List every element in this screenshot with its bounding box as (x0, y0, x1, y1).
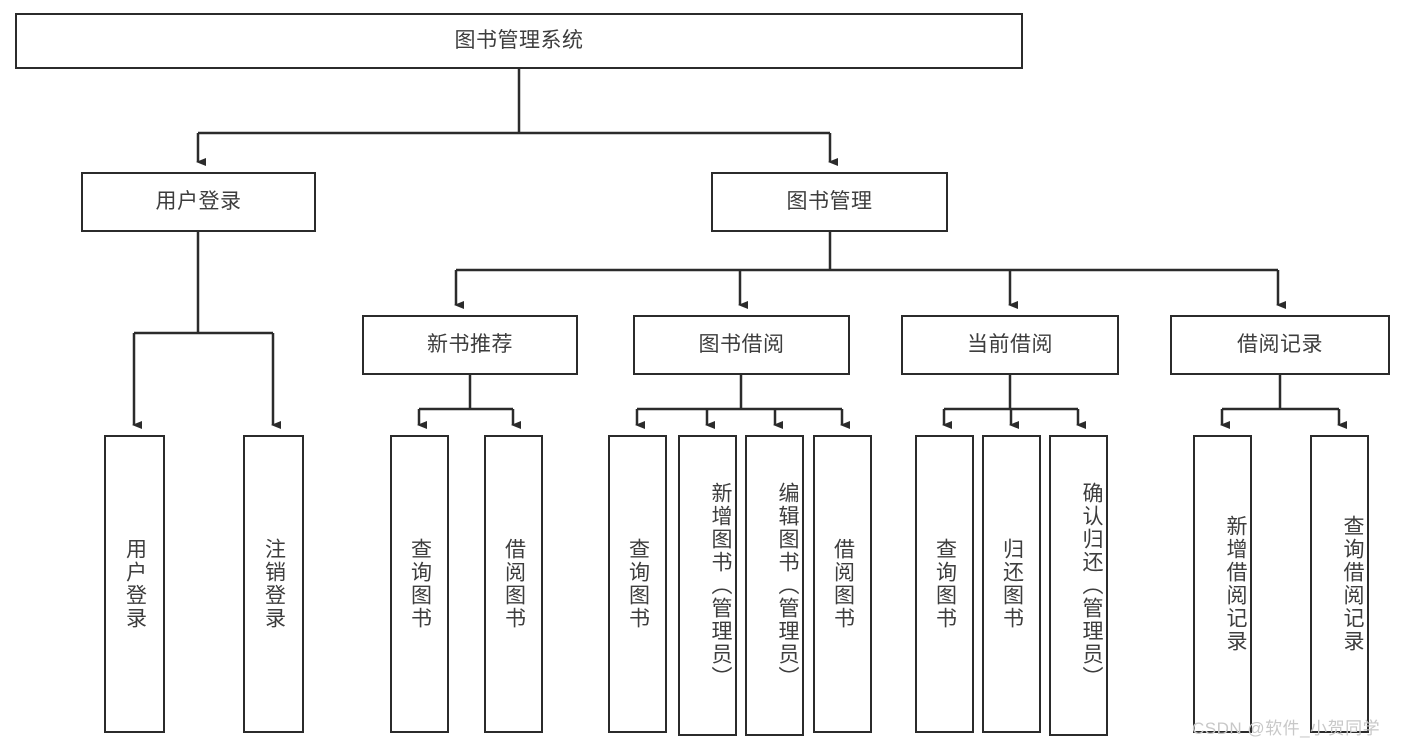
node-level3-2[interactable]: 图书借阅 (633, 315, 850, 375)
node-level3-2-label: 图书借阅 (698, 333, 785, 357)
node-level2-2[interactable]: 图书管理 (711, 172, 948, 232)
node-level3-1[interactable]: 新书推荐 (362, 315, 578, 375)
node-leaf-6-label: 新增图书（管理员） (709, 482, 732, 689)
csdn-watermark: CSDN @软件_小贺同学 (1192, 719, 1381, 738)
node-leaf-1[interactable]: 用户登录 (104, 435, 165, 733)
node-leaf-8[interactable]: 借阅图书 (813, 435, 872, 733)
node-leaf-7[interactable]: 编辑图书（管理员） (745, 435, 804, 736)
node-leaf-2[interactable]: 注销登录 (243, 435, 304, 733)
node-level2-1-label: 用户登录 (155, 190, 242, 214)
node-leaf-3[interactable]: 查询图书 (390, 435, 449, 733)
node-leaf-13[interactable]: 查询借阅记录 (1310, 435, 1369, 733)
node-leaf-1-label: 用户登录 (123, 538, 147, 630)
node-leaf-10[interactable]: 归还图书 (982, 435, 1041, 733)
node-leaf-5-label: 查询图书 (626, 538, 650, 630)
node-level3-3[interactable]: 当前借阅 (901, 315, 1119, 375)
node-leaf-11[interactable]: 确认归还（管理员） (1049, 435, 1108, 736)
node-leaf-12-label: 新增借阅记录 (1224, 515, 1247, 653)
node-level2-1[interactable]: 用户登录 (81, 172, 316, 232)
node-level2-2-label: 图书管理 (786, 190, 873, 214)
node-leaf-13-label: 查询借阅记录 (1341, 515, 1364, 653)
node-leaf-11-label: 确认归还（管理员） (1080, 482, 1103, 689)
node-root-label: 图书管理系统 (454, 29, 584, 53)
node-leaf-5[interactable]: 查询图书 (608, 435, 667, 733)
node-leaf-4[interactable]: 借阅图书 (484, 435, 543, 733)
node-level3-3-label: 当前借阅 (967, 333, 1053, 357)
node-leaf-2-label: 注销登录 (262, 538, 286, 630)
node-leaf-10-label: 归还图书 (1000, 538, 1024, 630)
node-leaf-3-label: 查询图书 (408, 538, 432, 630)
node-root[interactable]: 图书管理系统 (15, 13, 1023, 69)
node-leaf-4-label: 借阅图书 (502, 538, 526, 630)
node-leaf-7-label: 编辑图书（管理员） (776, 482, 799, 689)
node-level3-4[interactable]: 借阅记录 (1170, 315, 1390, 375)
node-leaf-12[interactable]: 新增借阅记录 (1193, 435, 1252, 733)
node-leaf-9[interactable]: 查询图书 (915, 435, 974, 733)
node-level3-1-label: 新书推荐 (427, 333, 513, 357)
node-leaf-8-label: 借阅图书 (831, 538, 855, 630)
node-level3-4-label: 借阅记录 (1237, 333, 1323, 357)
node-leaf-9-label: 查询图书 (933, 538, 957, 630)
node-leaf-6[interactable]: 新增图书（管理员） (678, 435, 737, 736)
